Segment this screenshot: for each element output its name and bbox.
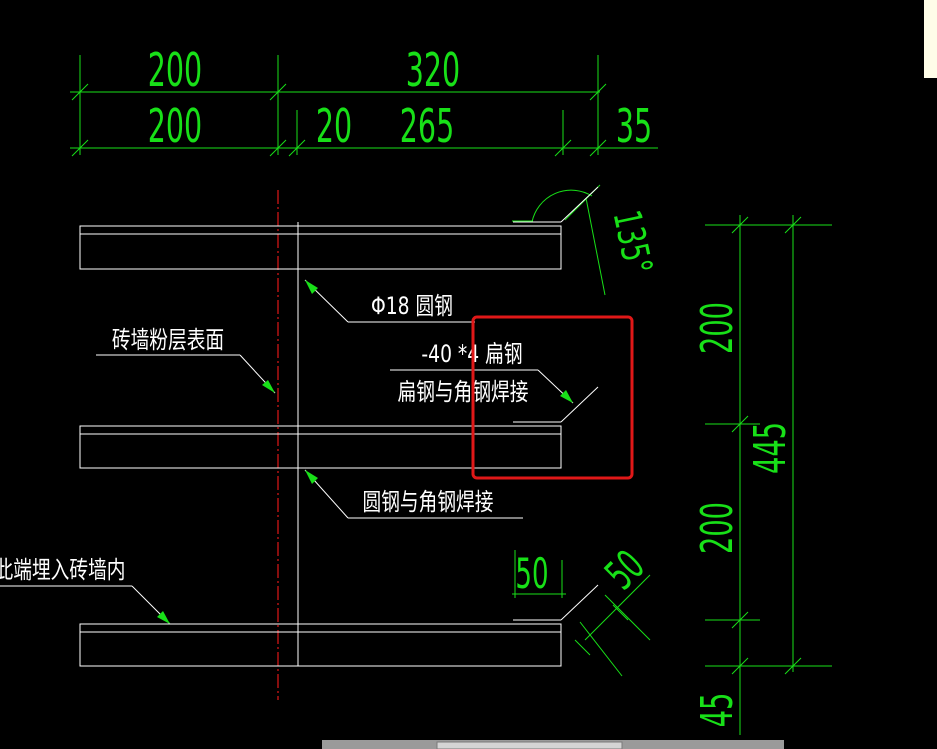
- dim-right-total: 445: [744, 422, 796, 474]
- dim-right-bottom: 45: [691, 693, 743, 728]
- highlight-box: [471, 315, 634, 480]
- label-flat-angle-weld: 扁钢与角钢焊接: [398, 379, 529, 407]
- top-dimension-group: [70, 55, 658, 157]
- steel-width-dimension: [512, 550, 651, 677]
- steel-bar-top: [79, 225, 562, 270]
- label-round-angle-weld: 圆钢与角钢焊接: [363, 489, 494, 517]
- dim-top-overall-right: 320: [406, 44, 460, 98]
- angle-dimension: [512, 184, 606, 296]
- dim-top-detail-b: 265: [400, 100, 454, 154]
- dim-right-lower: 200: [691, 502, 743, 554]
- label-round-bar: Φ18 圆钢: [371, 293, 453, 321]
- label-embed-end: 此端埋入砖墙内: [0, 557, 125, 585]
- dim-right-upper: 200: [691, 302, 743, 354]
- dim-top-detail-left: 200: [148, 100, 202, 154]
- steel-bar-middle: [79, 425, 562, 469]
- dim-angle: 135°: [604, 206, 660, 278]
- right-dimension-group: [705, 215, 832, 735]
- steel-bar-bottom: [79, 623, 562, 667]
- dim-steel-width-a: 50: [515, 551, 548, 599]
- bottom-scrollbar-thumb[interactable]: [436, 741, 623, 749]
- window-edge-panel: [924, 0, 937, 78]
- label-wall-surface: 砖墙粉层表面: [112, 327, 224, 355]
- angle-steel-legs: [513, 186, 599, 621]
- dim-top-detail-c: 35: [616, 100, 652, 154]
- dim-top-detail-a: 20: [316, 100, 352, 154]
- dim-top-overall-left: 200: [148, 44, 202, 98]
- dim-steel-width-b: 50: [597, 542, 654, 599]
- leader-arrowheads: [157, 280, 573, 624]
